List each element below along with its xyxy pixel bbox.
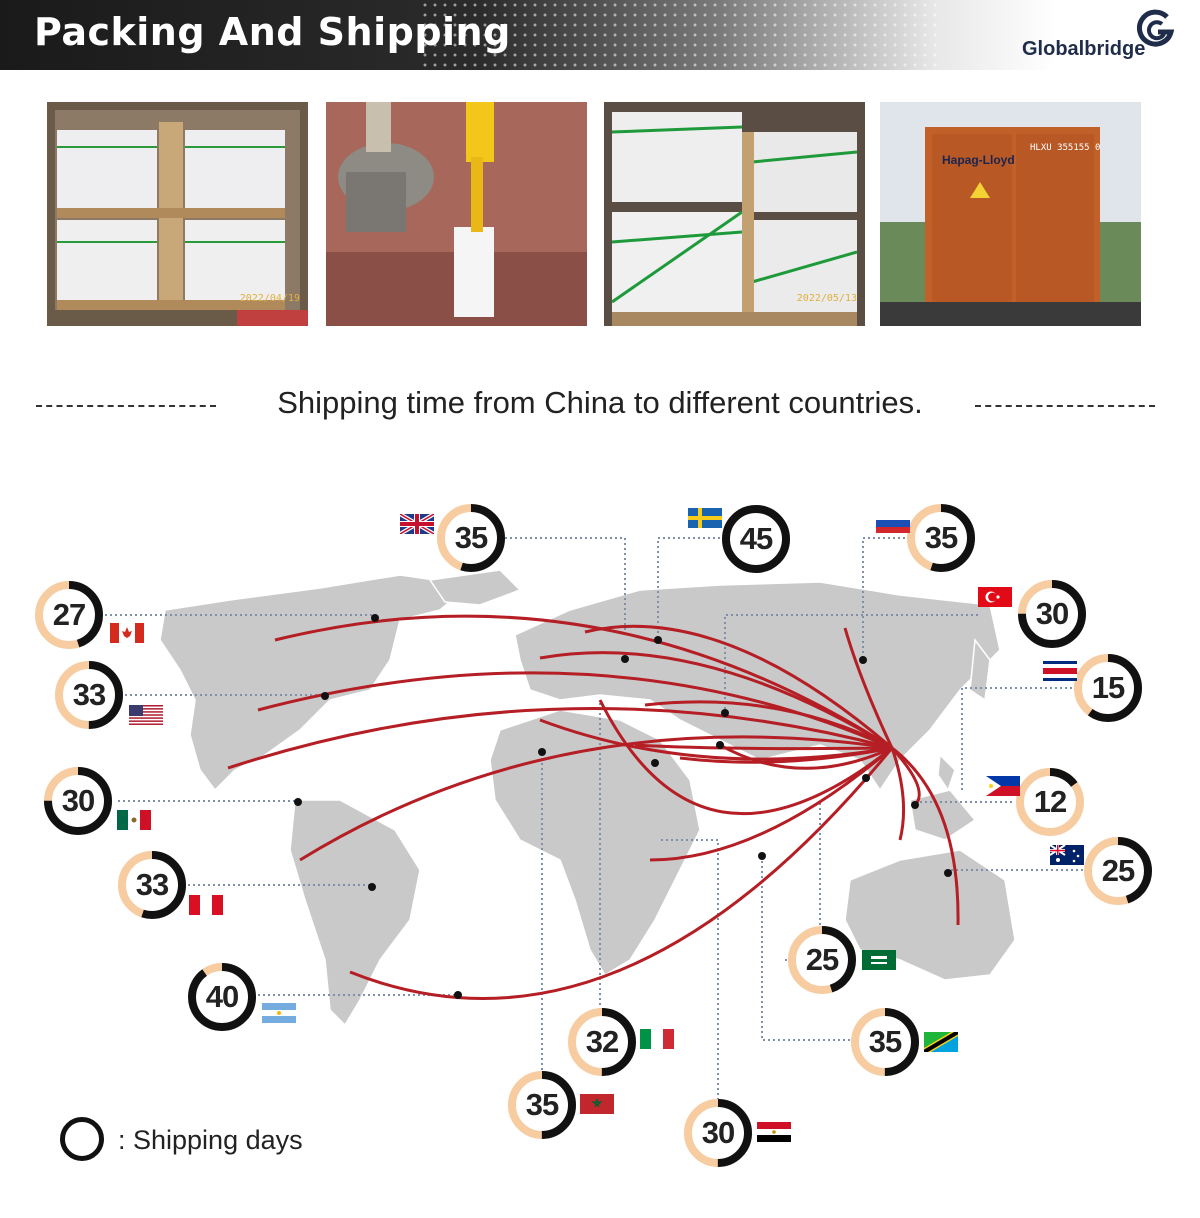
header-banner: Packing And Shipping <box>0 0 1200 70</box>
days-ring-icon <box>118 851 186 919</box>
days-value: 25 <box>805 942 839 977</box>
days-value: 30 <box>61 783 95 818</box>
days-value: 35 <box>525 1087 559 1122</box>
days-value: 33 <box>135 867 169 902</box>
days-badge-philippines: 12 <box>1015 767 1085 837</box>
days-value: 35 <box>924 520 958 555</box>
turkey-flag-icon <box>978 587 1012 607</box>
globalbridge-logo-icon <box>1137 9 1175 47</box>
argentina-flag-icon <box>262 1003 296 1023</box>
days-ring-icon <box>44 767 112 835</box>
days-ring-icon <box>684 1099 752 1167</box>
uk-flag-icon <box>398 512 436 536</box>
legend-label: : Shipping days <box>118 1125 303 1155</box>
days-ring-icon <box>35 581 103 649</box>
days-badge-canada: 27 <box>34 580 104 650</box>
days-value: 30 <box>1035 596 1069 631</box>
tanzania-flag-icon <box>922 1028 960 1056</box>
philippines-flag-icon <box>986 776 1020 796</box>
brand-name: Globalbridge <box>1022 38 1146 60</box>
days-ring-icon <box>508 1071 576 1139</box>
days-badge-egypt: 30 <box>683 1098 753 1168</box>
days-value: 12 <box>1033 784 1067 819</box>
days-ring-icon <box>188 963 256 1031</box>
costa-rica-flag-icon <box>1043 661 1077 681</box>
route-nodes <box>294 614 952 999</box>
container-id: HLXU 355155 0 <box>1030 143 1100 153</box>
days-value: 33 <box>72 677 106 712</box>
photo-date-stamp: 2022/05/13 <box>796 293 857 304</box>
subtitle-row: Shipping time from China to different co… <box>0 385 1200 425</box>
peru-flag-icon <box>189 895 223 915</box>
morocco-flag-icon <box>580 1094 614 1114</box>
sweden-flag-icon <box>688 508 722 528</box>
days-badge-costa-rica: 15 <box>1073 653 1143 723</box>
world-shipping-map <box>105 537 1083 1100</box>
photo-pallets-in-container: 2022/04/19 <box>47 102 308 326</box>
photo-date-stamp: 2022/04/19 <box>239 293 300 304</box>
australia-flag-icon <box>1049 844 1084 865</box>
italy-flag-icon <box>640 1029 674 1049</box>
days-badge-italy: 32 <box>567 1007 637 1077</box>
continents <box>159 569 1016 1027</box>
usa-flag-icon <box>129 705 163 725</box>
container-brand: Hapag-Lloyd <box>942 153 1015 167</box>
photo-hapag-lloyd-container: Hapag-Lloyd HLXU 355155 0 <box>880 102 1141 326</box>
days-badge-uk: 35 <box>436 503 506 573</box>
days-value: 27 <box>52 597 86 632</box>
days-value: 35 <box>454 520 488 555</box>
days-badge-morocco: 35 <box>507 1070 577 1140</box>
canada-flag-icon <box>110 623 144 643</box>
days-ring-icon <box>1084 837 1152 905</box>
days-badge-mexico: 30 <box>43 766 113 836</box>
saudi-flag-icon <box>862 950 896 970</box>
days-badge-peru: 33 <box>117 850 187 920</box>
days-ring-icon <box>568 1008 636 1076</box>
days-value: 25 <box>1101 853 1135 888</box>
dot-pattern <box>420 0 940 70</box>
days-value: 15 <box>1091 670 1125 705</box>
days-ring-icon <box>907 504 975 572</box>
photo-container-seal <box>326 102 587 326</box>
days-ring-icon <box>437 504 505 572</box>
days-ring-icon <box>851 1008 919 1076</box>
shipping-routes <box>227 614 960 1000</box>
days-ring-icon <box>1018 580 1086 648</box>
russia-flag-icon <box>876 513 910 533</box>
days-badge-australia: 25 <box>1083 836 1153 906</box>
days-badge-usa: 33 <box>54 660 124 730</box>
days-ring-icon <box>722 505 790 573</box>
days-value: 35 <box>868 1024 902 1059</box>
egypt-flag-icon <box>757 1122 791 1142</box>
days-badge-sweden: 45 <box>721 504 791 574</box>
days-ring-icon <box>55 661 123 729</box>
days-value: 30 <box>701 1115 735 1150</box>
photo-strapped-pallets: 2022/05/13 <box>604 102 865 326</box>
dashed-divider-left <box>36 405 216 407</box>
days-value: 32 <box>585 1024 619 1059</box>
days-badge-turkey: 30 <box>1017 579 1087 649</box>
days-badge-saudi: 25 <box>787 925 857 995</box>
shipping-days-ring-icon <box>60 1117 104 1161</box>
page-title: Packing And Shipping <box>34 10 511 54</box>
mexico-flag-icon <box>117 810 151 830</box>
days-ring-icon <box>788 926 856 994</box>
days-value: 45 <box>739 521 773 556</box>
days-badge-argentina: 40 <box>187 962 257 1032</box>
days-badge-tanzania: 35 <box>850 1007 920 1077</box>
dashed-divider-right <box>975 405 1155 407</box>
days-value: 40 <box>205 979 239 1014</box>
subtitle: Shipping time from China to different co… <box>277 385 923 420</box>
days-ring-icon <box>1016 768 1084 836</box>
days-badge-russia: 35 <box>906 503 976 573</box>
days-ring-icon <box>1074 654 1142 722</box>
